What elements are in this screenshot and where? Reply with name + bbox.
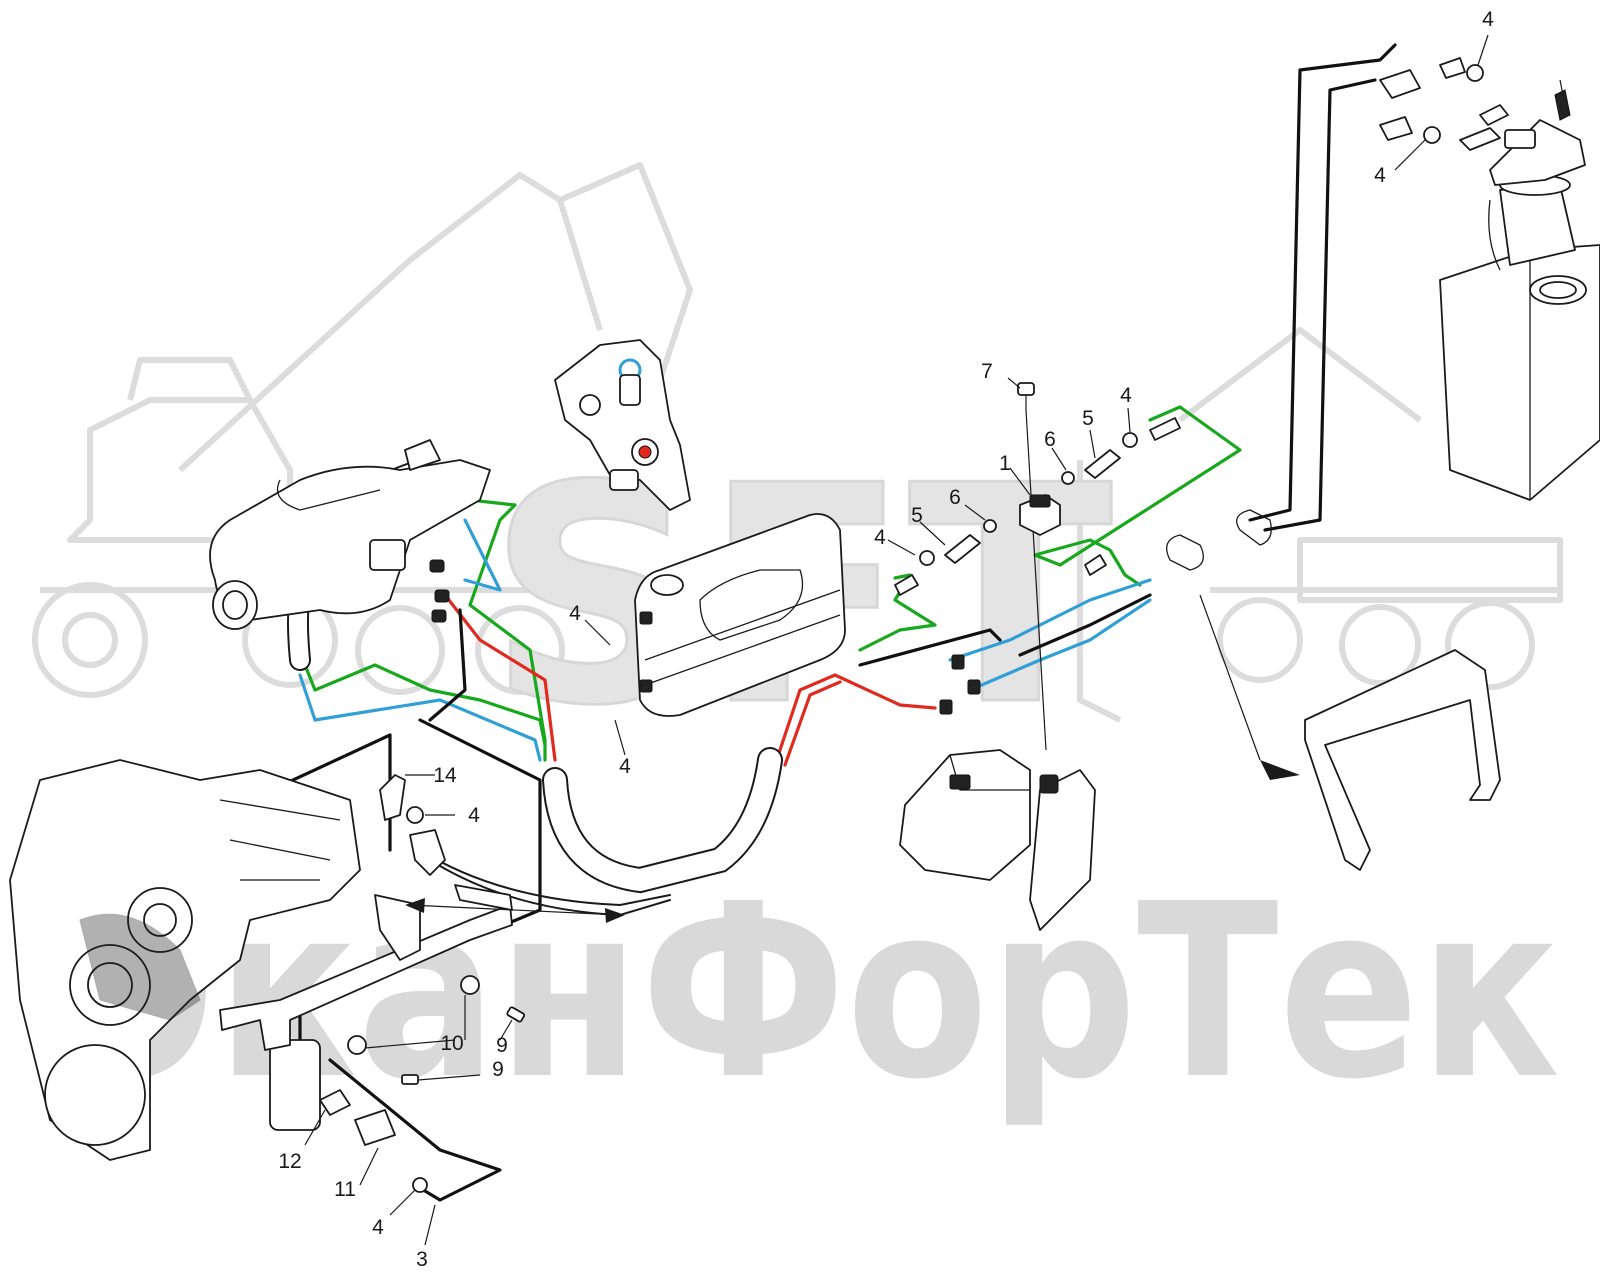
black-line-fuel bbox=[858, 628, 1002, 667]
black-line-filter bbox=[328, 1058, 502, 1202]
black-line-return bbox=[1018, 593, 1152, 657]
callout-12: 12 bbox=[278, 1150, 301, 1173]
pipe-clamps bbox=[1166, 509, 1272, 571]
mounting-bracket bbox=[1199, 594, 1501, 871]
engine-block bbox=[9, 759, 361, 1161]
fittings-row bbox=[894, 382, 1181, 751]
callout-6-lower: 6 bbox=[949, 486, 961, 509]
callout-4-top-right: 4 bbox=[1482, 8, 1494, 31]
callout-11: 11 bbox=[334, 1178, 356, 1201]
callout-5-upper: 5 bbox=[1082, 407, 1094, 430]
callout-9-lower: 9 bbox=[492, 1058, 504, 1081]
callout-3: 3 bbox=[416, 1248, 428, 1271]
leader-lines bbox=[304, 34, 1489, 1246]
pump-module bbox=[899, 654, 1096, 931]
callout-4-mid: 4 bbox=[874, 526, 886, 549]
callout-9-upper: 9 bbox=[496, 1034, 508, 1057]
heater-unit bbox=[209, 439, 491, 630]
blue-line-engine bbox=[298, 518, 542, 762]
callout-4-reservoir-upper: 4 bbox=[569, 602, 581, 625]
black-line-tank bbox=[1248, 43, 1397, 532]
callout-4-tank: 4 bbox=[1374, 164, 1386, 187]
callout-4-hose-clamp: 4 bbox=[468, 804, 480, 827]
callout-10: 10 bbox=[440, 1032, 463, 1055]
watermark bbox=[32, 162, 1563, 723]
callout-6-upper: 6 bbox=[1044, 428, 1056, 451]
callout-1: 1 bbox=[999, 452, 1011, 475]
red-line-heater bbox=[773, 673, 937, 767]
tank-fittings bbox=[1379, 57, 1571, 151]
callout-4-upper: 4 bbox=[1120, 384, 1132, 407]
red-line-engine bbox=[443, 593, 557, 762]
callout-numbers: 4 4 7 1 6 5 4 6 5 4 4 4 14 4 10 9 9 12 1… bbox=[278, 8, 1494, 1271]
valve-manifold bbox=[554, 339, 691, 511]
engine-bracket bbox=[219, 884, 513, 1051]
callout-5-lower: 5 bbox=[911, 504, 923, 527]
reference-arrows bbox=[405, 898, 625, 923]
green-line-loop bbox=[303, 663, 547, 747]
callout-14: 14 bbox=[433, 764, 457, 787]
fuel-tank bbox=[1439, 119, 1600, 501]
callout-4-bottom: 4 bbox=[372, 1216, 384, 1239]
bottom-fittings bbox=[319, 774, 526, 1193]
callout-4-reservoir-lower: 4 bbox=[619, 755, 631, 778]
expansion-reservoir bbox=[634, 513, 846, 717]
green-line-right bbox=[1033, 405, 1242, 587]
green-line-mid bbox=[858, 573, 937, 652]
callout-7: 7 bbox=[981, 360, 993, 383]
blue-line-right bbox=[948, 578, 1152, 692]
